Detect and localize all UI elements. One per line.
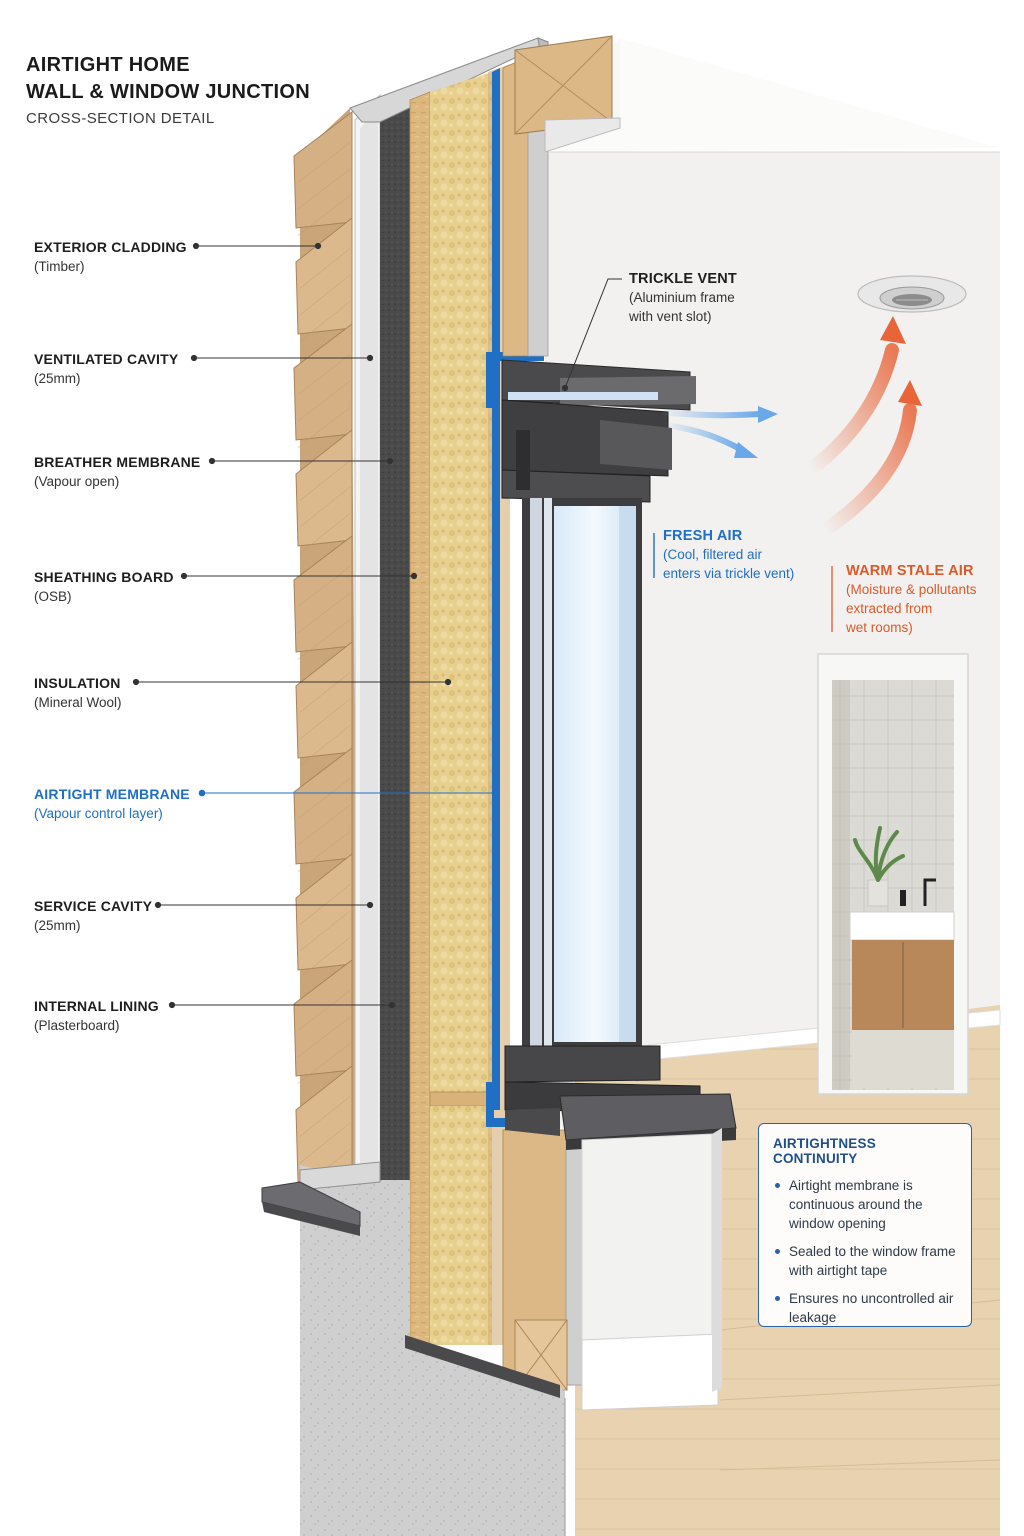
callout-text: (Moisture & pollutants [846, 582, 977, 597]
layer-detail: (Timber) [34, 259, 85, 274]
wood-grain [297, 168, 351, 210]
fresh-air-arrows [657, 406, 778, 458]
layer-name: EXTERIOR CLADDING [34, 239, 187, 255]
wood-grain [297, 990, 351, 1031]
wood-grain [299, 460, 351, 501]
label-service-cavity: SERVICE CAVITY (25mm) [34, 897, 152, 936]
wood-grain [297, 142, 351, 183]
leader-lines [132, 242, 833, 1009]
wood-grain [299, 513, 351, 554]
label-exterior-cladding: EXTERIOR CLADDING (Timber) [34, 238, 187, 277]
diagram-title-line1: AIRTIGHT HOME [26, 54, 190, 76]
cladding-board [293, 110, 353, 229]
breather-membrane [380, 100, 410, 1340]
note-point: Ensures no uncontrolled air leakage [773, 1289, 959, 1327]
airtightness-continuity-note: AIRTIGHTNESS CONTINUITY Airtight membran… [758, 1123, 972, 1327]
note-list: Airtight membrane is continuous around t… [773, 1176, 959, 1327]
wood-grain [297, 354, 351, 395]
sheathing-board [409, 91, 431, 1346]
wood-grain [299, 698, 351, 740]
layer-detail: (Vapour open) [34, 474, 120, 489]
label-insulation: INSULATION (Mineral Wool) [34, 674, 122, 713]
layer-name: SERVICE CAVITY [34, 898, 153, 914]
wood-grain [297, 592, 351, 634]
layer-detail: (25mm) [34, 918, 81, 933]
label-sheathing-board: SHEATHING BOARD (OSB) [34, 568, 174, 607]
wood-grain [297, 380, 351, 422]
head-timber-block [514, 35, 621, 153]
label-airtight-membrane: AIRTIGHT MEMBRANE (Vapour control layer) [34, 785, 190, 824]
layer-name: VENTILATED CAVITY [34, 351, 179, 367]
layer-name: INTERNAL LINING [34, 998, 159, 1014]
bathroom-doorway [817, 653, 969, 1095]
layer-name: INSULATION [34, 675, 121, 691]
wood-grain [299, 725, 351, 766]
layer-detail: (OSB) [34, 589, 72, 604]
label-breather-membrane: BREATHER MEMBRANE (Vapour open) [34, 453, 200, 492]
callout-title: TRICKLE VENT [629, 271, 737, 287]
callout-text: extracted from [846, 601, 933, 616]
callout-title: WARM STALE AIR [846, 563, 974, 579]
wood-grain [299, 1122, 351, 1164]
note-point: Airtight membrane is continuous around t… [773, 1176, 959, 1233]
wood-grain [297, 407, 351, 448]
callout-text: wet rooms) [846, 620, 913, 635]
warm-air-arrows [803, 316, 922, 537]
wood-grain [299, 486, 351, 528]
wood-grain [297, 804, 351, 846]
callout-title: FRESH AIR [663, 528, 743, 544]
drip-flashing [261, 1161, 381, 1236]
sill-wall [581, 1128, 722, 1411]
wood-grain [297, 195, 351, 236]
wood-grain [297, 1043, 351, 1084]
layer-detail: (Plasterboard) [34, 1018, 120, 1033]
callout-text: with vent slot) [629, 309, 712, 324]
layer-detail: (25mm) [34, 371, 81, 386]
extract-fan-icon [857, 275, 967, 313]
wood-grain [299, 1096, 351, 1137]
note-point: Sealed to the window frame with airtight… [773, 1242, 959, 1280]
layer-name: BREATHER MEMBRANE [34, 454, 201, 470]
diagram-subtitle: CROSS-SECTION DETAIL [26, 110, 215, 127]
concrete-foundation [300, 1165, 566, 1536]
layer-name: SHEATHING BOARD [34, 569, 174, 585]
label-ventilated-cavity: VENTILATED CAVITY (25mm) [34, 350, 178, 389]
wood-grain [297, 1016, 351, 1058]
layer-detail: (Mineral Wool) [34, 695, 122, 710]
callout-warm-stale-air: WARM STALE AIR (Moisture & pollutants ex… [846, 562, 977, 637]
note-heading: AIRTIGHTNESS CONTINUITY [773, 1136, 876, 1166]
wood-grain [297, 831, 351, 872]
wood-grain [299, 672, 351, 713]
wood-grain [299, 301, 351, 342]
wood-grain [297, 566, 351, 607]
layer-name: AIRTIGHT MEMBRANE [34, 786, 190, 802]
wood-grain [297, 778, 351, 819]
diagram-title-line2: WALL & WINDOW JUNCTION [26, 81, 310, 103]
layer-detail: (Vapour control layer) [34, 806, 163, 821]
callout-text: enters via trickle vent) [663, 566, 795, 581]
callout-text: (Aluminium frame [629, 290, 735, 305]
wood-grain [299, 274, 351, 316]
wood-grain [299, 910, 351, 952]
wood-grain [297, 619, 351, 660]
window-unit [501, 359, 737, 1150]
ventilated-cavity [354, 93, 381, 1181]
wood-grain [299, 937, 351, 978]
label-internal-lining: INTERNAL LINING (Plasterboard) [34, 997, 159, 1036]
wood-grain [299, 248, 351, 289]
callout-trickle-vent: TRICKLE VENT (Aluminium frame with vent … [629, 270, 737, 326]
callout-text: (Cool, filtered air [663, 547, 763, 562]
callout-fresh-air: FRESH AIR (Cool, filtered air enters via… [663, 527, 794, 583]
exterior-cladding [293, 108, 358, 1190]
